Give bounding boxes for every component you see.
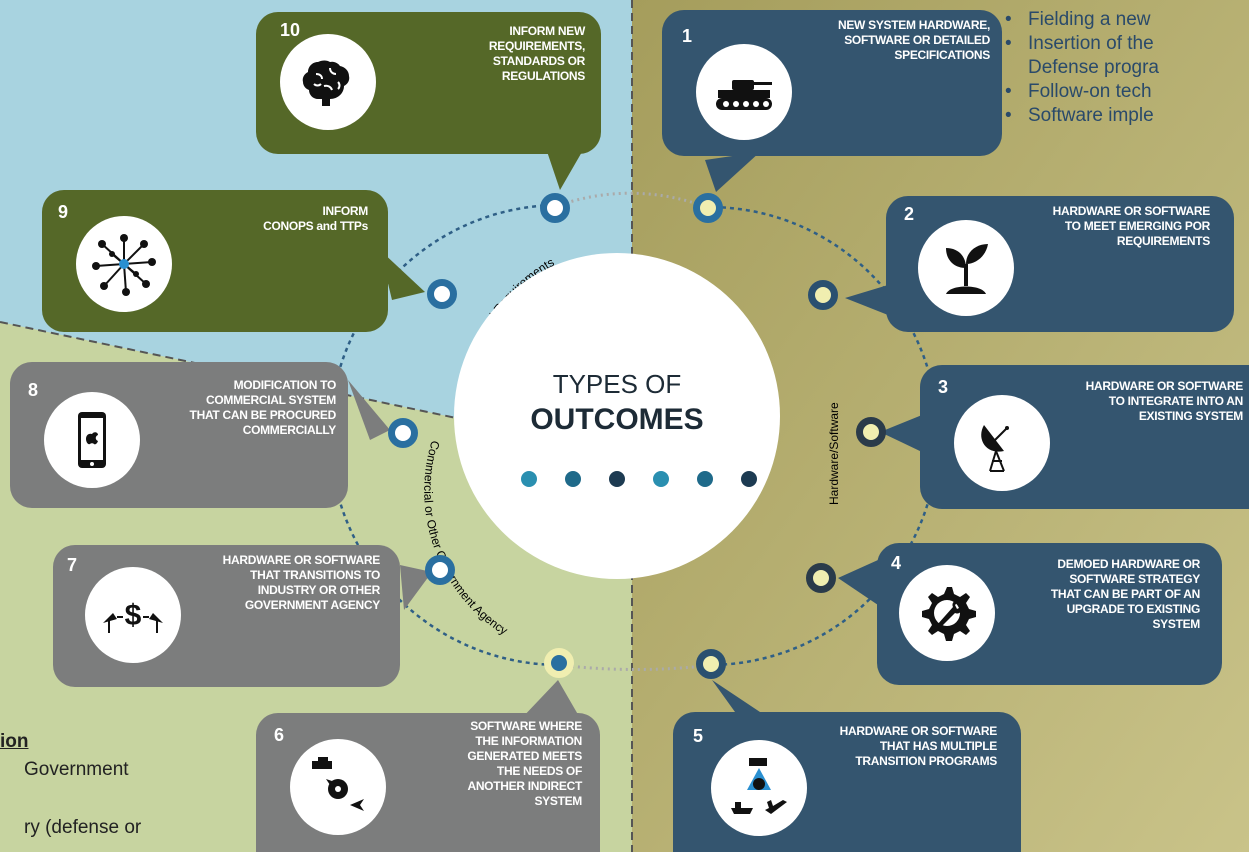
card-number: 5: [693, 726, 704, 746]
outcome-card-10: 10 INFORM NEW REQUIREMENTS, STANDARDS OR…: [256, 12, 601, 154]
outcome-card-9: 9 INFORM CONOPS and TTPs: [42, 190, 388, 332]
ring-node-4: [806, 563, 836, 593]
outcome-card-8: 8 MODIFICATION TO COMMERCIAL SYSTEM THAT…: [10, 362, 348, 508]
bullet-item: •Software imple: [1005, 105, 1154, 126]
center-dot: [697, 471, 713, 487]
card-text: HARDWARE OR SOFTWARE TO INTEGRATE INTO A…: [1085, 379, 1244, 423]
indirect-system-icon: [290, 739, 386, 835]
card-text: INFORM NEW REQUIREMENTS, STANDARDS OR RE…: [488, 24, 585, 83]
bullet-item: •Insertion of the: [1005, 33, 1154, 54]
left-note-line: Government: [24, 759, 129, 780]
center-title-line1: TYPES OF: [552, 369, 682, 399]
svg-text:$: $: [125, 599, 142, 632]
outcome-card-3: 3 HARDWARE OR SOFTWARE TO INTEGRATE INTO…: [920, 365, 1249, 509]
smartphone-icon: [44, 392, 140, 488]
ring-node-2: [808, 280, 838, 310]
left-note-heading: ion: [0, 731, 29, 752]
center-dot: [741, 471, 757, 487]
satellite-dish-icon: [954, 395, 1050, 491]
center-title-line2: OUTCOMES: [530, 403, 704, 436]
card-number: 1: [682, 26, 693, 46]
card-number: 9: [58, 202, 69, 222]
outcome-card-6: 6 SOFTWARE WHERE THE INFORMATION GENERAT…: [256, 713, 600, 852]
center-dot: [609, 471, 625, 487]
outcome-card-7: 7 $ HARDWARE OR SOFTWARE THAT TRANSITION…: [53, 545, 400, 687]
card-number: 4: [891, 553, 902, 573]
card-text: HARDWARE OR SOFTWARE TO MEET EMERGING PO…: [1052, 204, 1211, 248]
ring-node-7: [425, 555, 455, 585]
tank-icon: [696, 44, 792, 140]
brain-icon: [280, 34, 376, 130]
left-note-line: ry (defense or: [24, 817, 142, 838]
card-number: 8: [28, 380, 39, 400]
outcome-card-2: 2 HARDWARE OR SOFTWARE TO MEET EMERGING …: [886, 196, 1234, 332]
card-number: 3: [938, 377, 949, 397]
card-text: MODIFICATION TO COMMERCIAL SYSTEM THAT C…: [189, 378, 337, 437]
network-icon: [76, 216, 172, 312]
ring-node-5: [696, 649, 726, 679]
ring-node-1: [693, 193, 723, 223]
arc-label-hardware: Hardware/Software: [827, 402, 841, 505]
left-notes: ion Government ry (defense or: [0, 728, 141, 842]
gear-wrench-icon: [899, 565, 995, 661]
bullet-item: •Follow-on tech: [1005, 81, 1152, 102]
card-text: NEW SYSTEM HARDWARE, SOFTWARE OR DETAILE…: [837, 18, 990, 62]
bullet-item-continuation: Defense progra: [1028, 57, 1159, 78]
card-number: 7: [67, 555, 78, 575]
card-number: 2: [904, 204, 915, 224]
card-text: SOFTWARE WHERE THE INFORMATION GENERATED…: [467, 719, 582, 808]
card-number: 6: [274, 725, 285, 745]
dish-dollar-icon: $: [85, 567, 181, 663]
ring-node-10: [540, 193, 570, 223]
center-circle: TYPES OF OUTCOMES: [454, 253, 780, 579]
card-number: 10: [280, 20, 301, 40]
right-bullet-list: •Fielding a new •Insertion of the Defens…: [1005, 8, 1159, 128]
outcome-card-1: 1 NEW SYSTEM HARDWARE, SOFTWARE OR DETAI…: [662, 10, 1002, 156]
sprout-icon: [918, 220, 1014, 316]
ring-node-9: [427, 279, 457, 309]
center-dot: [653, 471, 669, 487]
card-text: INFORM CONOPS and TTPs: [263, 204, 368, 233]
multi-platform-icon: [711, 740, 807, 836]
card-text: HARDWARE OR SOFTWARE THAT TRANSITIONS TO…: [222, 553, 381, 612]
ring-node-6: [544, 648, 574, 678]
center-dot: [521, 471, 537, 487]
bullet-item: •Fielding a new: [1005, 9, 1151, 30]
outcome-card-4: 4 DEMOED HARDWARE OR SOFTWARE STRATEGY T…: [877, 543, 1222, 685]
ring-node-8: [388, 418, 418, 448]
center-dot: [565, 471, 581, 487]
outcome-card-5: 5 HARDWARE OR SOFTWARE THAT HAS MULTIPLE…: [673, 712, 1021, 852]
ring-node-3: [856, 417, 886, 447]
card-text: HARDWARE OR SOFTWARE THAT HAS MULTIPLE T…: [839, 724, 998, 768]
card-text: DEMOED HARDWARE OR SOFTWARE STRATEGY THA…: [1050, 557, 1200, 631]
